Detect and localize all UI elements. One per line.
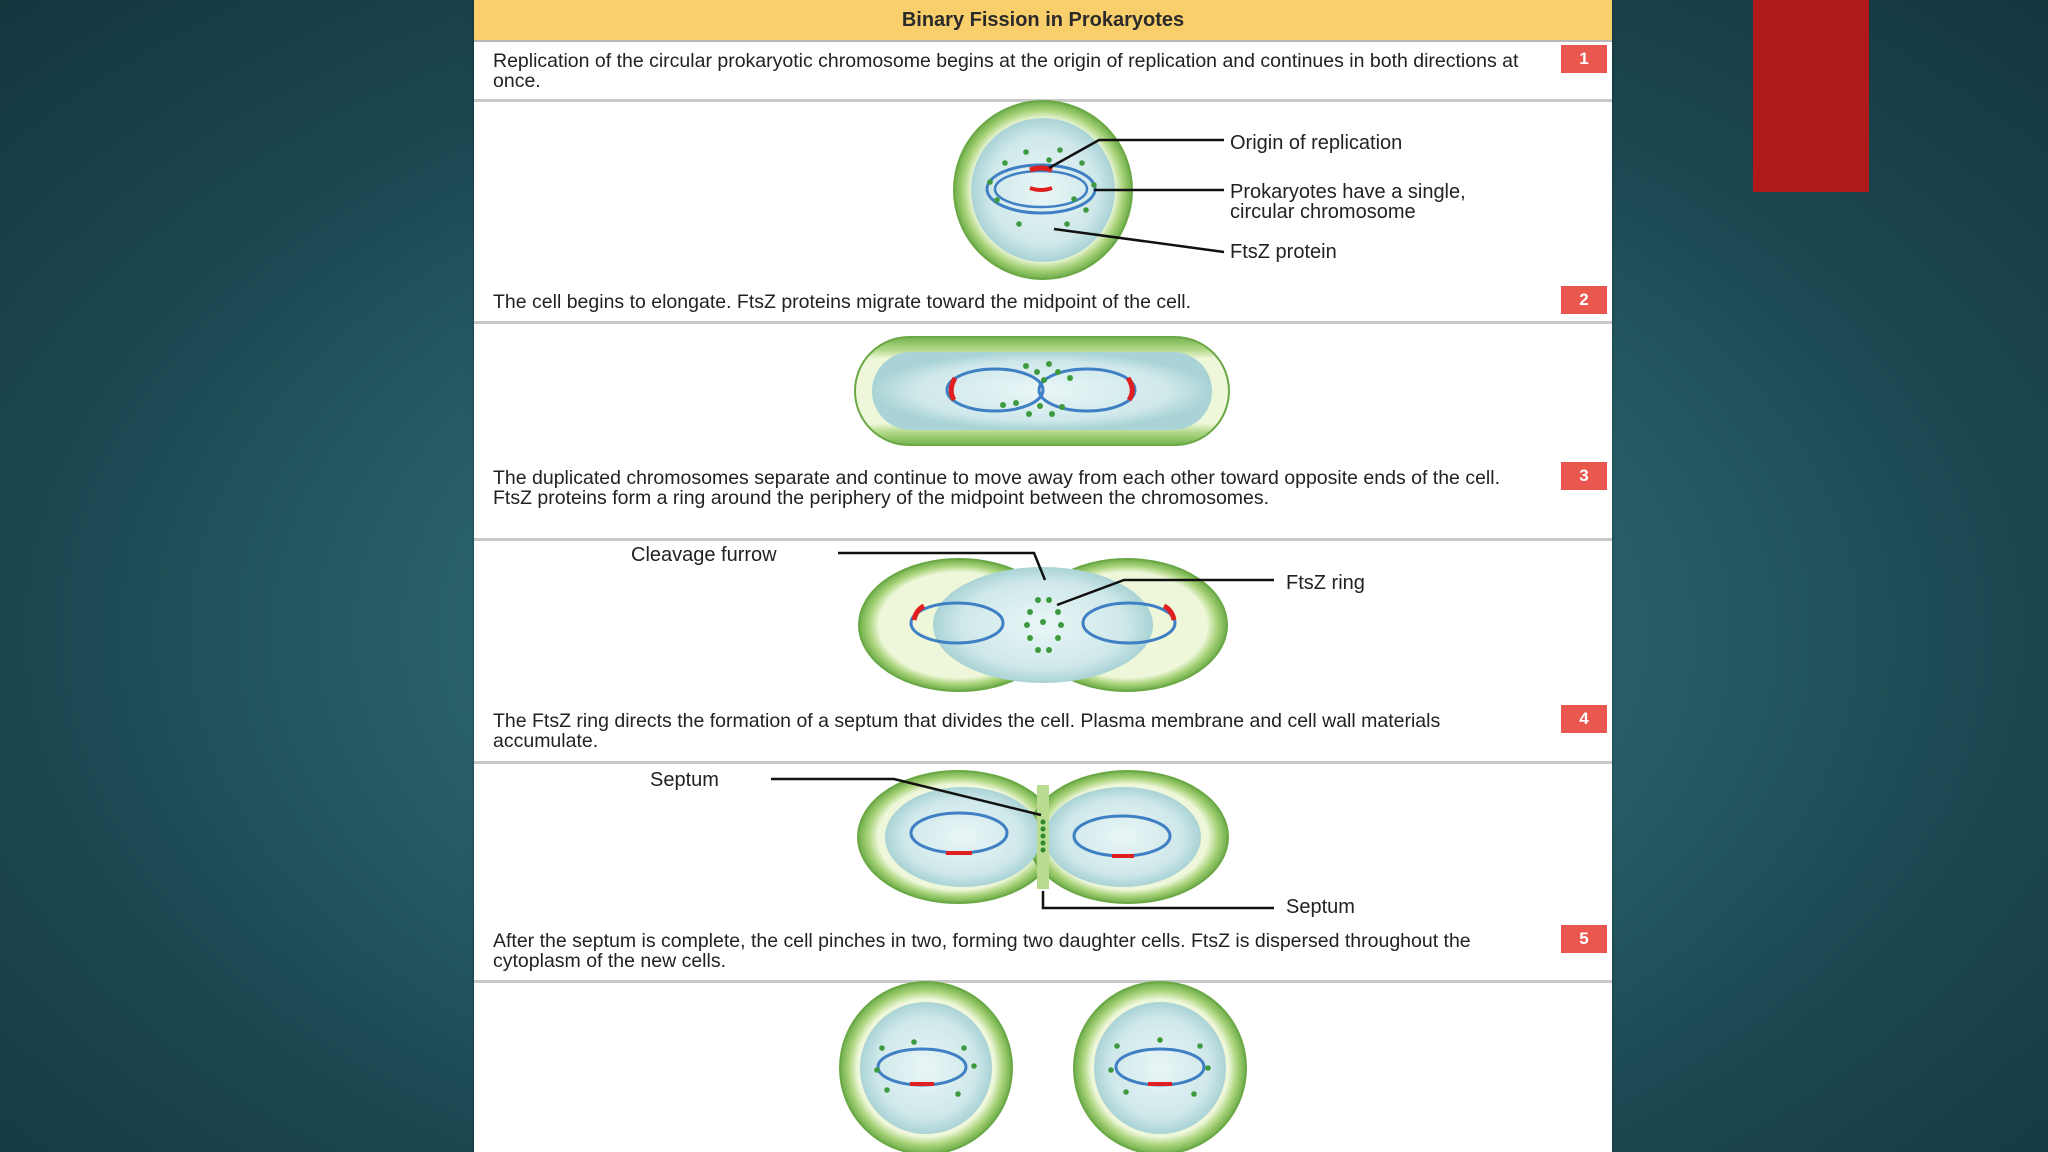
label-ftsz-protein: FtsZ protein (1230, 241, 1337, 263)
diagram-title: Binary Fission in Prokaryotes (474, 0, 1612, 42)
step-1-badge: 1 (1561, 45, 1607, 73)
step-2-badge: 2 (1561, 286, 1607, 314)
accent-block (1753, 0, 1869, 192)
step-2-description: The cell begins to elongate. FtsZ protei… (474, 283, 1612, 324)
figure-4-cell: Septum Septum (650, 769, 1355, 918)
step-3-text: The duplicated chromosomes separate and … (493, 467, 1500, 509)
label-single-chromosome-line-1: Prokaryotes have a single, (1230, 181, 1466, 203)
ftsz-dispersed-dots (874, 1037, 1211, 1097)
step-1-text: Replication of the circular prokaryotic … (493, 50, 1519, 92)
step-4-description: The FtsZ ring directs the formation of a… (474, 702, 1612, 764)
figure-4-leaders (771, 777, 1274, 910)
binary-fission-panel: Binary Fission in Prokaryotes Replicatio… (474, 0, 1612, 1152)
step-3-badge: 3 (1561, 462, 1607, 490)
figure-3-cell: Cleavage furrow FtsZ ring (631, 544, 1365, 692)
septum-dots (1040, 819, 1046, 853)
figure-2-cell (854, 336, 1230, 446)
ftsz-ring-dots (1024, 597, 1064, 653)
label-single-chromosome-line-2: circular chromosome (1230, 201, 1416, 223)
ftsz-dots-2 (1000, 361, 1073, 417)
ftsz-dots-1 (987, 147, 1097, 227)
label-cleavage-furrow: Cleavage furrow (631, 544, 777, 566)
label-septum-bottom: Septum (1286, 896, 1355, 918)
step-3-description: The duplicated chromosomes separate and … (474, 459, 1612, 541)
figure-1-leaders (1048, 138, 1225, 254)
step-5-description: After the septum is complete, the cell p… (474, 922, 1612, 983)
step-1-description: Replication of the circular prokaryotic … (474, 42, 1612, 102)
step-5-text: After the septum is complete, the cell p… (493, 930, 1471, 972)
step-2-text: The cell begins to elongate. FtsZ protei… (493, 291, 1192, 313)
step-4-text: The FtsZ ring directs the formation of a… (493, 710, 1441, 752)
label-origin-of-replication: Origin of replication (1230, 132, 1402, 154)
label-septum-top: Septum (650, 769, 719, 791)
fission-illustrations: Origin of replication Prokaryotes have a… (631, 100, 1466, 1152)
step-4-badge: 4 (1561, 705, 1607, 733)
label-ftsz-ring: FtsZ ring (1286, 572, 1365, 594)
figure-1-cell: Origin of replication Prokaryotes have a… (953, 100, 1466, 280)
step-5-badge: 5 (1561, 925, 1607, 953)
figure-5-daughter-cells (839, 981, 1247, 1152)
figure-3-leaders (838, 551, 1274, 607)
